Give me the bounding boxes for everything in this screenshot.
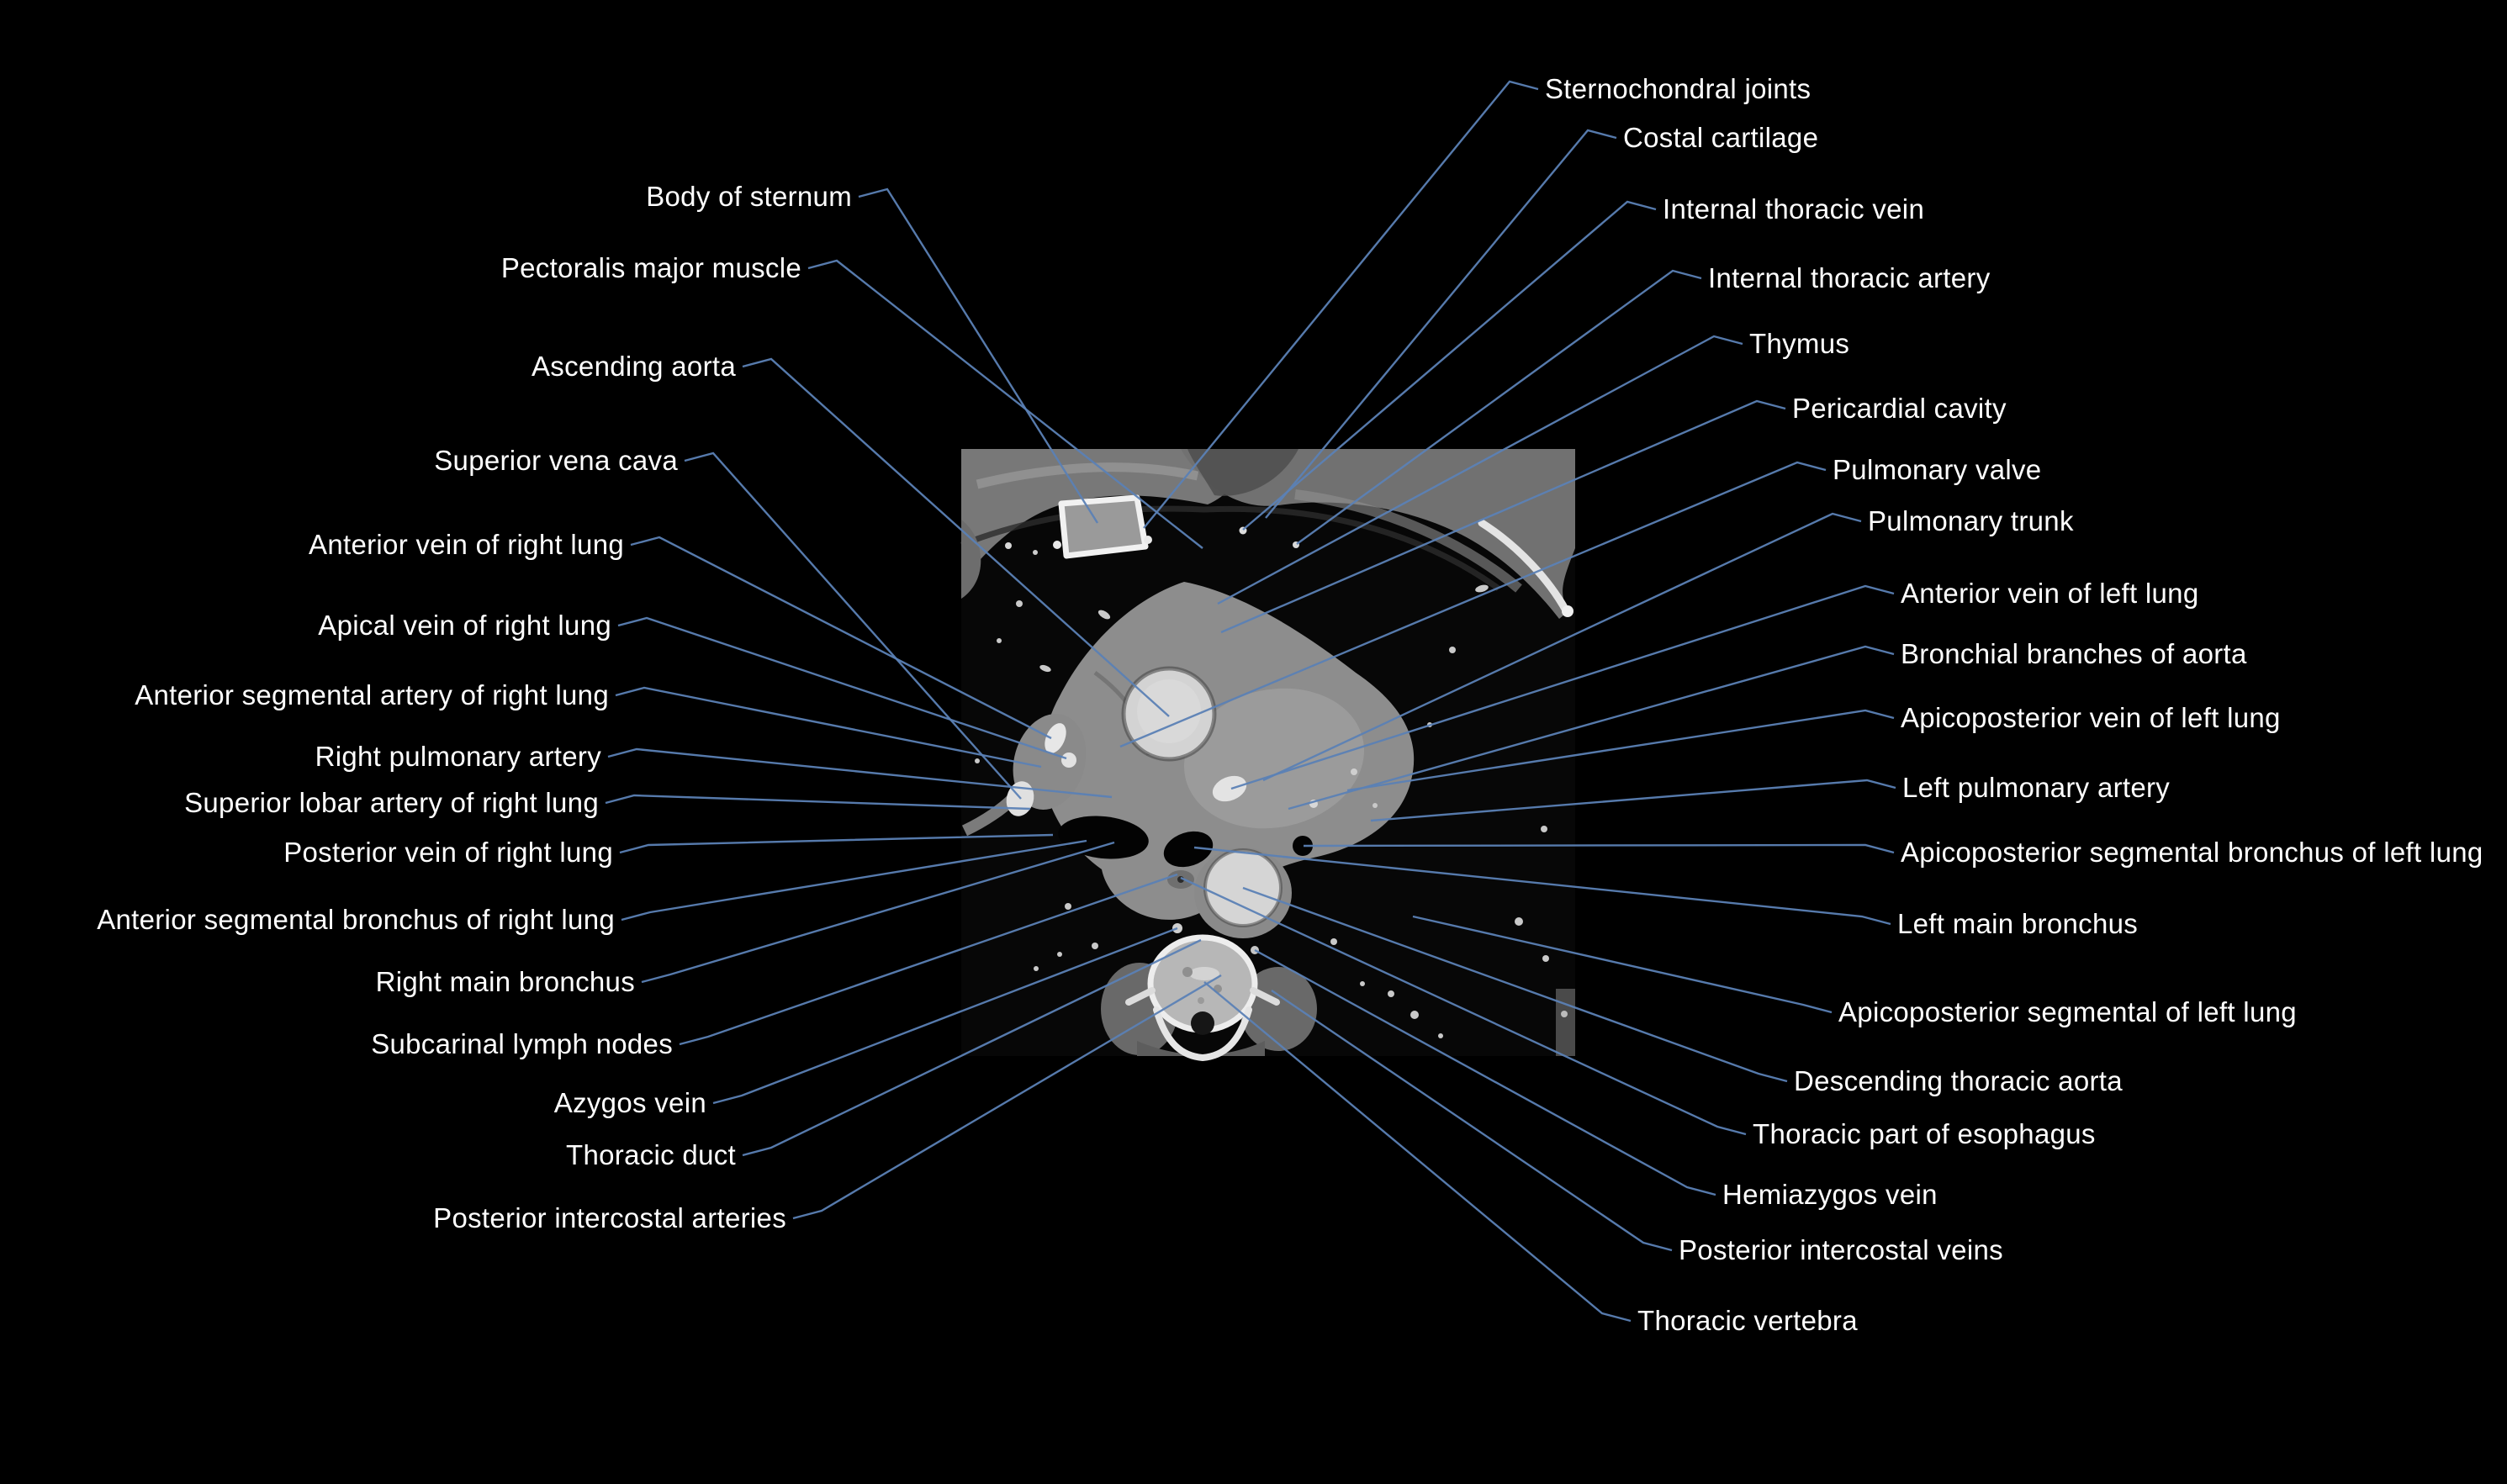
label-bronchial-branches-of-aorta: Bronchial branches of aorta (1901, 638, 2247, 669)
leader-line-bronchial-branches-of-aorta (1288, 645, 1895, 811)
label-right-main-bronchus: Right main bronchus (375, 966, 635, 997)
label-descending-thoracic-aorta: Descending thoracic aorta (1794, 1065, 2123, 1096)
leader-line-pulmonary-trunk (1262, 512, 1862, 782)
leader-line-posterior-intercostal-veins (1271, 990, 1673, 1252)
label-thoracic-duct: Thoracic duct (566, 1139, 736, 1170)
ct-scan-image (960, 449, 1575, 1062)
leader-line-superior-lobar-artery-of-right-lung (605, 794, 1031, 811)
label-superior-vena-cava: Superior vena cava (434, 445, 678, 476)
leader-line-internal-thoracic-vein (1242, 200, 1657, 531)
label-anterior-vein-of-left-lung: Anterior vein of left lung (1901, 578, 2199, 609)
leader-line-left-main-bronchus (1193, 846, 1891, 926)
leader-lines (605, 80, 1896, 1323)
leader-line-anterior-segmental-artery-of-right-lung (615, 686, 1042, 768)
leader-line-thoracic-vertebra (1203, 981, 1632, 1323)
label-apicoposterior-segmental-of-left-lung: Apicoposterior segmental of left lung (1838, 996, 2297, 1027)
leader-line-anterior-segmental-bronchus-of-right-lung (621, 839, 1087, 922)
leader-line-anterior-vein-of-right-lung (630, 536, 1052, 740)
label-anterior-segmental-artery-of-right-lung: Anterior segmental artery of right lung (135, 679, 609, 710)
leader-line-apicoposterior-segmental-of-left-lung (1412, 915, 1833, 1014)
label-hemiazygos-vein: Hemiazygos vein (1722, 1179, 1938, 1210)
label-posterior-intercostal-arteries: Posterior intercostal arteries (433, 1202, 786, 1233)
leader-line-azygos-vein (712, 927, 1178, 1105)
leader-line-anterior-vein-of-left-lung (1230, 584, 1895, 790)
leader-line-subcarinal-lymph-nodes (679, 873, 1178, 1046)
leader-line-thoracic-part-of-esophagus (1180, 876, 1747, 1136)
leader-line-apicoposterior-segmental-bronchus-of-left-lung (1303, 843, 1895, 854)
leader-line-apical-vein-of-right-lung (617, 616, 1067, 760)
leader-line-costal-cartilage (1265, 129, 1617, 519)
leader-line-ascending-aorta (742, 357, 1170, 717)
leader-line-thoracic-duct (742, 938, 1202, 1157)
label-superior-lobar-artery-of-right-lung: Superior lobar artery of right lung (184, 787, 599, 818)
label-internal-thoracic-vein: Internal thoracic vein (1663, 193, 1925, 224)
leader-line-right-pulmonary-artery (607, 747, 1113, 799)
leader-line-internal-thoracic-artery (1296, 269, 1702, 545)
leader-line-posterior-vein-of-right-lung (619, 833, 1054, 854)
label-apicoposterior-segmental-bronchus-of-left-lung: Apicoposterior segmental bronchus of lef… (1901, 837, 2483, 868)
label-left-pulmonary-artery: Left pulmonary artery (1902, 772, 2171, 803)
label-pectoralis-major-muscle: Pectoralis major muscle (500, 252, 801, 283)
label-posterior-vein-of-right-lung: Posterior vein of right lung (283, 837, 613, 868)
label-pericardial-cavity: Pericardial cavity (1792, 393, 2007, 424)
leader-line-sternochondral-joints (1143, 80, 1539, 529)
leader-line-right-main-bronchus (641, 841, 1115, 984)
label-apical-vein-of-right-lung: Apical vein of right lung (318, 610, 611, 641)
label-thymus: Thymus (1749, 328, 1850, 359)
leader-line-superior-vena-cava (684, 452, 1022, 800)
leader-line-posterior-intercostal-arteries (792, 974, 1222, 1220)
label-costal-cartilage: Costal cartilage (1623, 122, 1819, 153)
label-ascending-aorta: Ascending aorta (532, 351, 736, 382)
label-thoracic-vertebra: Thoracic vertebra (1637, 1305, 1858, 1336)
label-posterior-intercostal-veins: Posterior intercostal veins (1679, 1234, 2003, 1265)
label-sternochondral-joints: Sternochondral joints (1545, 73, 1811, 104)
leader-line-hemiazygos-vein (1254, 948, 1716, 1196)
leader-line-pericardial-cavity (1220, 399, 1786, 634)
leader-line-left-pulmonary-artery (1370, 779, 1896, 822)
leader-line-descending-thoracic-aorta (1242, 886, 1788, 1083)
leader-line-pulmonary-valve (1119, 461, 1827, 748)
label-anterior-vein-of-right-lung: Anterior vein of right lung (309, 529, 624, 560)
label-azygos-vein: Azygos vein (553, 1087, 706, 1118)
leader-line-apicoposterior-vein-of-left-lung (1346, 709, 1895, 792)
label-apicoposterior-vein-of-left-lung: Apicoposterior vein of left lung (1901, 702, 2281, 733)
label-left-main-bronchus: Left main bronchus (1897, 908, 2139, 939)
label-thoracic-part-of-esophagus: Thoracic part of esophagus (1753, 1118, 2096, 1149)
label-pulmonary-trunk: Pulmonary trunk (1868, 505, 2074, 536)
leader-line-pectoralis-major-muscle (807, 259, 1203, 549)
label-pulmonary-valve: Pulmonary valve (1833, 454, 2042, 485)
label-right-pulmonary-artery: Right pulmonary artery (315, 741, 601, 772)
label-body-of-sternum: Body of sternum (646, 181, 852, 212)
label-subcarinal-lymph-nodes: Subcarinal lymph nodes (371, 1028, 673, 1059)
leader-line-thymus (1217, 335, 1743, 605)
label-anterior-segmental-bronchus-of-right-lung: Anterior segmental bronchus of right lun… (97, 904, 615, 935)
label-internal-thoracic-artery: Internal thoracic artery (1708, 262, 1991, 293)
